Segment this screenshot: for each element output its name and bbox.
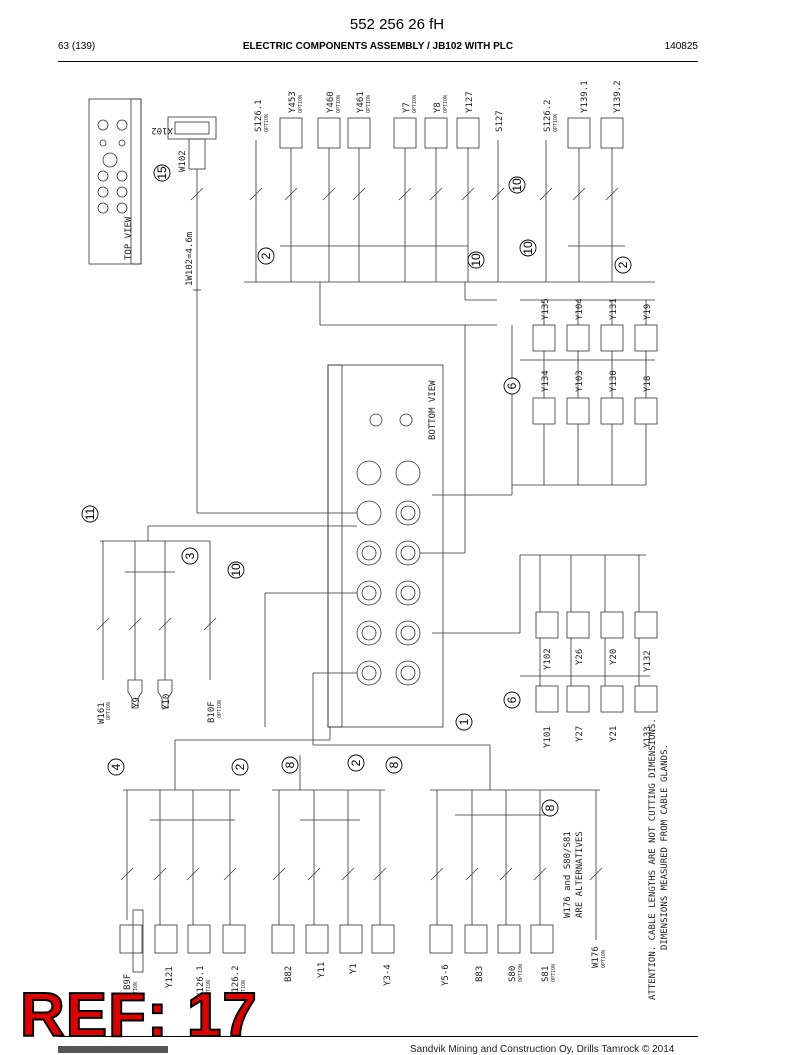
- alternatives-note: ARE ALTERNATIVES: [575, 831, 585, 918]
- valve-label: Y133: [643, 726, 653, 748]
- callout: 2: [616, 261, 630, 268]
- document-number: 552 256 26 fH: [349, 16, 445, 33]
- alternatives-note: W176 and S80/S81: [563, 831, 573, 918]
- component-label: Y7: [402, 102, 412, 113]
- component-label: Y139.1: [580, 80, 590, 113]
- valve-label: Y21: [609, 726, 619, 742]
- valve-label: Y132: [643, 650, 653, 672]
- footer-copyright: Sandvik Mining and Construction Oy, Dril…: [410, 1044, 675, 1055]
- component-label: B82: [284, 966, 294, 982]
- component-label: S81: [541, 966, 551, 982]
- component-label: S126.2: [543, 99, 553, 132]
- cable-label: W102: [178, 150, 188, 172]
- component-label: W161: [97, 702, 107, 724]
- page-number: 63 (139): [58, 41, 96, 52]
- date-code: 140825: [664, 41, 698, 52]
- component-label: Y11: [317, 962, 327, 978]
- valve-label: Y20: [609, 649, 619, 665]
- option-tag: OPTION: [553, 114, 559, 132]
- component-label: Y1: [349, 963, 359, 974]
- callout: 2: [233, 763, 247, 770]
- callout: 15: [155, 166, 169, 180]
- valve-label: Y18: [643, 376, 653, 392]
- option-tag: OPTION: [133, 982, 139, 1000]
- component-label: Y10: [162, 694, 172, 710]
- option-tag: OPTION: [601, 950, 607, 968]
- component-label: Y9: [132, 697, 142, 708]
- footer-rule: [58, 1036, 698, 1037]
- component-label: W176: [591, 946, 601, 968]
- callout: 8: [283, 761, 297, 768]
- valve-label: Y101: [543, 726, 553, 748]
- component-label: Y126.1: [196, 965, 206, 998]
- callout: 4: [109, 763, 123, 770]
- callout: 10: [510, 178, 524, 192]
- callout: 6: [505, 696, 519, 703]
- option-tag: OPTION: [518, 964, 524, 982]
- callout: 11: [83, 507, 97, 520]
- option-tag: OPTION: [336, 95, 342, 113]
- valve-label: Y103: [575, 370, 585, 392]
- component-label: S126.1: [254, 99, 264, 132]
- valve-label: Y19: [643, 304, 653, 320]
- component-label: Y3-4: [383, 964, 393, 986]
- header-row: 63 (139) ELECTRIC COMPONENTS ASSEMBLY / …: [58, 41, 698, 57]
- valve-label: Y27: [575, 726, 585, 742]
- callout: 10: [521, 241, 535, 255]
- header-rule: [58, 61, 698, 62]
- callout: 6: [505, 382, 519, 389]
- component-label: Y460: [326, 91, 336, 113]
- top-view-label: TOP VIEW: [124, 216, 134, 260]
- attention-note: DIMENSIONS MEASURED FROM CABLE GLANDS.: [660, 744, 670, 950]
- option-tag: OPTION: [206, 980, 212, 998]
- component-label: S80: [508, 966, 518, 982]
- component-label: B10F: [207, 701, 217, 723]
- valve-label: Y26: [575, 649, 585, 665]
- valve-label: Y130: [609, 370, 619, 392]
- option-tag: OPTION: [217, 700, 223, 718]
- component-label: Y121: [165, 966, 175, 988]
- connector-label: X102: [151, 125, 173, 135]
- component-label: Y126.2: [231, 965, 241, 998]
- callout: 1: [457, 718, 471, 725]
- callout: 8: [387, 761, 401, 768]
- component-label: B9F: [123, 974, 133, 990]
- component-label: B83: [475, 966, 485, 982]
- valve-label: Y134: [541, 370, 551, 392]
- company-logo: [58, 1046, 168, 1053]
- component-label: Y461: [356, 91, 366, 113]
- option-tag: OPTION: [106, 702, 112, 720]
- component-label: Y127: [465, 91, 475, 113]
- option-tag: OPTION: [241, 980, 247, 998]
- component-label: S127: [495, 110, 505, 132]
- option-tag: OPTION: [443, 95, 449, 113]
- bottom-view-label: BOTTOM VIEW: [428, 380, 438, 440]
- option-tag: OPTION: [298, 95, 304, 113]
- valve-label: Y102: [543, 648, 553, 670]
- callout: 3: [183, 552, 197, 559]
- valve-label: Y104: [575, 298, 585, 320]
- callout: 2: [349, 759, 363, 766]
- component-label: Y453: [288, 91, 298, 113]
- page-title: ELECTRIC COMPONENTS ASSEMBLY / JB102 WIT…: [242, 41, 514, 52]
- option-tag: OPTION: [264, 114, 270, 132]
- valve-label: Y131: [609, 298, 619, 320]
- callout: 10: [469, 253, 483, 267]
- component-label: Y139.2: [613, 80, 623, 113]
- callout: 10: [229, 563, 243, 577]
- reference-stamp: REF: 17: [19, 981, 258, 1050]
- option-tag: OPTION: [412, 95, 418, 113]
- valve-label: Y135: [541, 298, 551, 320]
- callout: 2: [259, 252, 273, 259]
- component-label: Y5-6: [441, 964, 451, 986]
- callout: 8: [543, 804, 557, 811]
- cable-length-label: 1W102=4.6m: [185, 232, 195, 286]
- attention-note: ATTENTION. CABLE LENGTHS ARE NOT CUTTING…: [648, 718, 658, 1000]
- option-tag: OPTION: [366, 95, 372, 113]
- component-label: Y8: [433, 102, 443, 113]
- option-tag: OPTION: [551, 964, 557, 982]
